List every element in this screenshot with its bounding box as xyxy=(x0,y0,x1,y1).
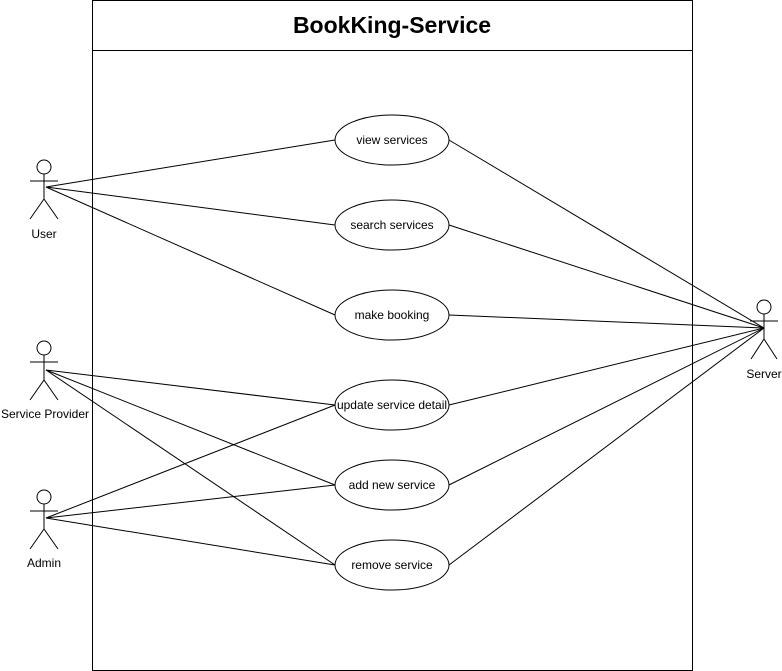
association-admin-add-service xyxy=(45,484,336,519)
stick-figure-icon xyxy=(29,340,59,401)
actor-label: Service Provider xyxy=(1,407,89,421)
use-case-remove-service: remove service xyxy=(334,539,450,591)
use-case-update-service-detail: update service detail xyxy=(334,379,450,431)
stick-figure-icon xyxy=(29,489,59,550)
actor-label: Server xyxy=(746,367,781,381)
use-case-label: view services xyxy=(356,133,427,147)
association-provider-update-service xyxy=(45,369,336,406)
association-server-remove-service xyxy=(448,327,765,566)
use-case-label: add new service xyxy=(349,478,436,492)
use-case-label: search services xyxy=(350,218,433,232)
actor-user: User xyxy=(29,159,59,241)
association-user-search-services xyxy=(45,186,336,226)
actor-service-provider: Service Provider xyxy=(1,340,89,421)
system-title: BookKing-Service xyxy=(293,12,491,38)
actor-admin: Admin xyxy=(27,489,61,570)
use-case-label: make booking xyxy=(355,308,430,322)
association-server-add-service xyxy=(448,327,765,486)
use-case-view-services: view services xyxy=(334,114,450,166)
association-server-view-services xyxy=(448,139,765,329)
association-server-make-booking xyxy=(448,314,765,329)
association-provider-add-service xyxy=(45,369,336,486)
actor-label: Admin xyxy=(27,556,61,570)
use-case-search-services: search services xyxy=(334,199,450,251)
stick-figure-icon xyxy=(750,299,778,360)
association-server-search-services xyxy=(448,224,765,329)
association-user-view-services xyxy=(45,139,336,188)
use-case-label: update service detail xyxy=(337,398,447,412)
association-user-make-booking xyxy=(45,186,336,316)
use-case-label: remove service xyxy=(351,558,433,572)
actor-label: User xyxy=(31,227,56,241)
use-case-make-booking: make booking xyxy=(334,289,450,341)
associations xyxy=(45,139,765,566)
stick-figure-icon xyxy=(29,159,59,220)
association-admin-update-service xyxy=(45,404,336,519)
use-case-add-new-service: add new service xyxy=(334,459,450,511)
association-admin-remove-service xyxy=(45,517,336,566)
association-provider-remove-service xyxy=(45,369,336,566)
actor-server: Server xyxy=(746,299,782,381)
association-server-update-service xyxy=(448,327,765,406)
